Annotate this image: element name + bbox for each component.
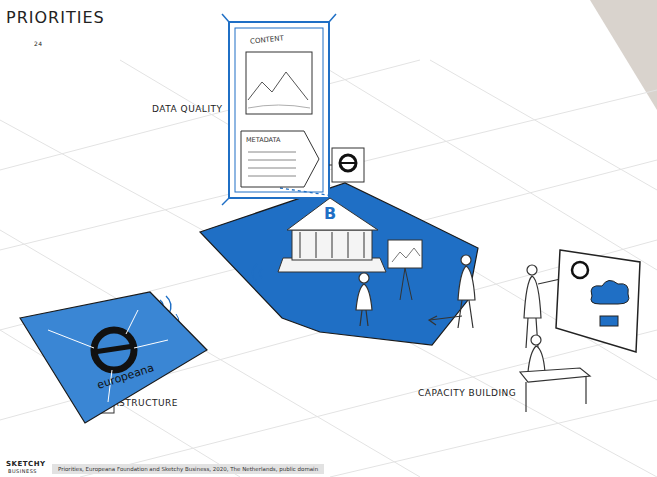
- metadata-card: METADATA: [240, 130, 320, 188]
- node-text: B: [324, 204, 336, 223]
- dashed-connector: [280, 188, 334, 196]
- page-title: PRIORITIES: [6, 8, 105, 27]
- plaza: [200, 183, 478, 345]
- data-quality-frame: [222, 14, 336, 205]
- section-label: DATA QUALITY: [152, 104, 223, 114]
- building: [278, 198, 386, 272]
- building-node: B: [286, 196, 382, 272]
- page-number: 24: [34, 40, 43, 47]
- person: [429, 255, 475, 328]
- caption: Priorities, Europeana Foundation and Ske…: [52, 464, 324, 474]
- section-label: CAPACITY BUILDING: [418, 388, 516, 398]
- logo-box: [329, 148, 364, 182]
- node-text: METADATA: [246, 136, 280, 144]
- logo-text: BUSINESS: [8, 468, 37, 474]
- node-text: CONTENT: [250, 34, 285, 45]
- infrastructure-tile: europeana: [18, 290, 210, 426]
- easel: [388, 240, 422, 300]
- corner-shape: [590, 0, 657, 110]
- desk: [520, 335, 590, 412]
- content-panel: CONTENT: [240, 32, 318, 122]
- infrastructure-tile-outline: [18, 290, 210, 426]
- logo-text: SKETCHY: [6, 460, 46, 468]
- person: [356, 273, 372, 326]
- signal-icon: [160, 264, 262, 314]
- whiteboard: [556, 250, 640, 352]
